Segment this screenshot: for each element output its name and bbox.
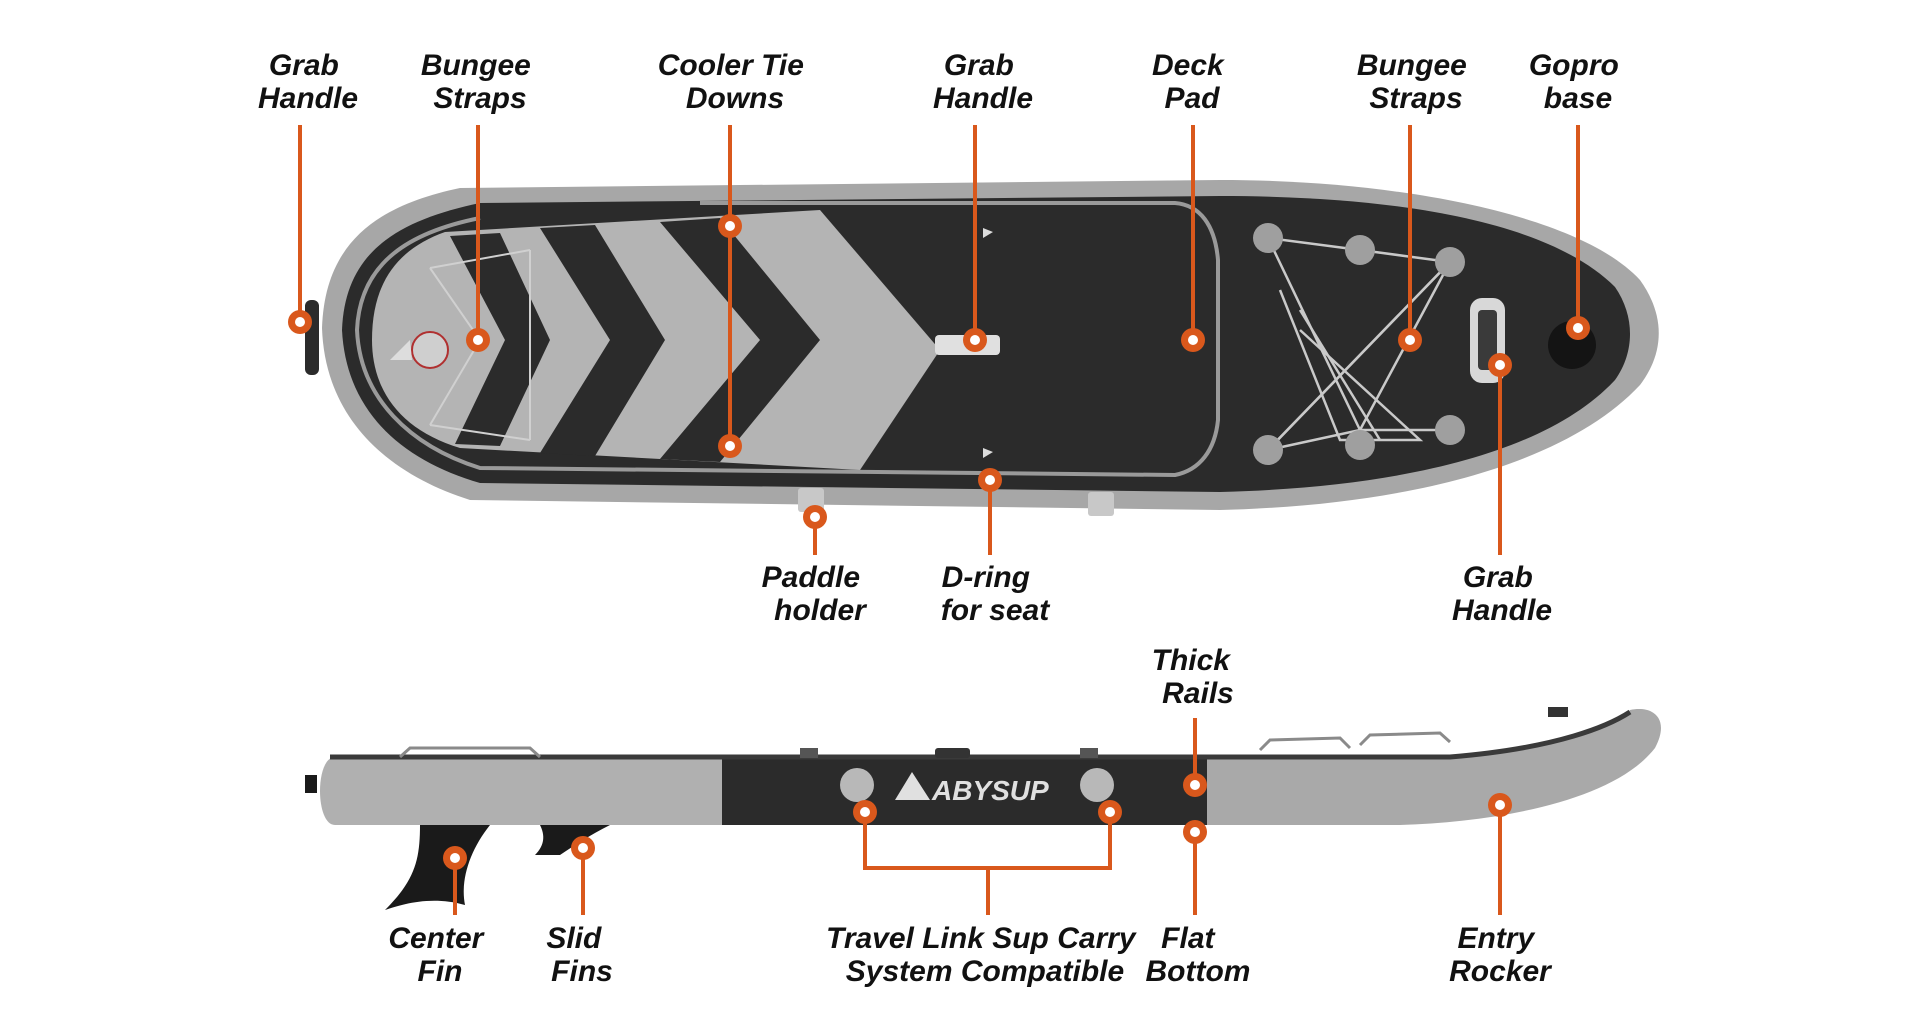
board-inner-line — [354, 201, 1220, 478]
label-entry-rocker: Entry Rocker — [1449, 922, 1553, 988]
label-bungee-straps-front: Bungee Straps — [421, 49, 539, 115]
marker-grab-handle-nose — [1488, 353, 1512, 377]
tail-grab-handle — [305, 300, 319, 375]
marker-cooler-tie-downs-top — [718, 214, 742, 238]
marker-gopro-base — [1566, 316, 1590, 340]
side-d-ring-right — [1080, 768, 1114, 802]
marker-deck-pad — [1181, 328, 1205, 352]
marker-bungee-straps-front — [466, 328, 490, 352]
callout-labels: Grab Handle Bungee Straps Cooler Tie Dow… — [258, 49, 1627, 988]
label-slid-fins: Slid Fins — [546, 922, 613, 988]
marker-travel-link-right — [1098, 800, 1122, 824]
label-bungee-straps-nose: Bungee Straps — [1357, 49, 1475, 115]
label-center-fin: Center Fin — [388, 922, 491, 988]
seat-d-ring-bottom — [983, 448, 993, 458]
marker-thick-rails — [1183, 773, 1207, 797]
label-deck-pad: Deck Pad — [1152, 49, 1232, 115]
tail-d-ring-icon — [390, 340, 412, 360]
marker-center-fin — [443, 846, 467, 870]
paddle-holder-front — [1088, 492, 1114, 516]
marker-entry-rocker — [1488, 793, 1512, 817]
label-grab-handle-nose: Grab Handle — [1452, 561, 1552, 627]
callout-lines — [298, 125, 1580, 915]
marker-slid-fins — [571, 836, 595, 860]
marker-bungee-straps-nose — [1398, 328, 1422, 352]
side-rail-tail — [320, 757, 722, 825]
callout-markers — [288, 214, 1590, 870]
label-gopro-base: Gopro base — [1529, 49, 1627, 115]
board-top-view — [305, 180, 1659, 516]
center-fin-shape — [385, 825, 490, 910]
side-rail-center — [722, 757, 1207, 825]
label-thick-rails: Thick Rails — [1152, 644, 1239, 710]
marker-grab-handle-tail — [288, 310, 312, 334]
deck-chevrons — [450, 218, 820, 462]
side-d-ring-left — [840, 768, 874, 802]
marker-paddle-holder — [803, 505, 827, 529]
marker-travel-link-left — [853, 800, 877, 824]
side-rail-nose — [1207, 709, 1661, 825]
nose-d-rings — [1253, 223, 1465, 465]
seat-d-ring-top — [983, 228, 993, 238]
label-d-ring-seat: D-ring for seat — [941, 561, 1051, 627]
label-grab-handle-center: Grab Handle — [933, 49, 1033, 115]
label-grab-handle-tail: Grab Handle — [258, 49, 358, 115]
side-deck-fittings — [398, 731, 1452, 759]
brand-logo-text: ABYSUP — [931, 775, 1049, 806]
slide-fin-shape — [535, 825, 610, 855]
label-flat-bottom: Flat Bottom — [1146, 922, 1251, 988]
marker-cooler-tie-downs-bottom — [718, 434, 742, 458]
label-travel-link: Travel Link Sup Carry System Compatible — [826, 922, 1144, 988]
marker-d-ring-seat — [978, 468, 1002, 492]
air-valve — [411, 331, 449, 369]
marker-flat-bottom — [1183, 820, 1207, 844]
brand-logo-icon — [895, 772, 930, 800]
marker-grab-handle-center — [963, 328, 987, 352]
label-paddle-holder: Paddle holder — [762, 561, 869, 627]
board-side-view: ABYSUP — [305, 707, 1661, 910]
label-cooler-tie-downs: Cooler Tie Downs — [658, 49, 813, 115]
